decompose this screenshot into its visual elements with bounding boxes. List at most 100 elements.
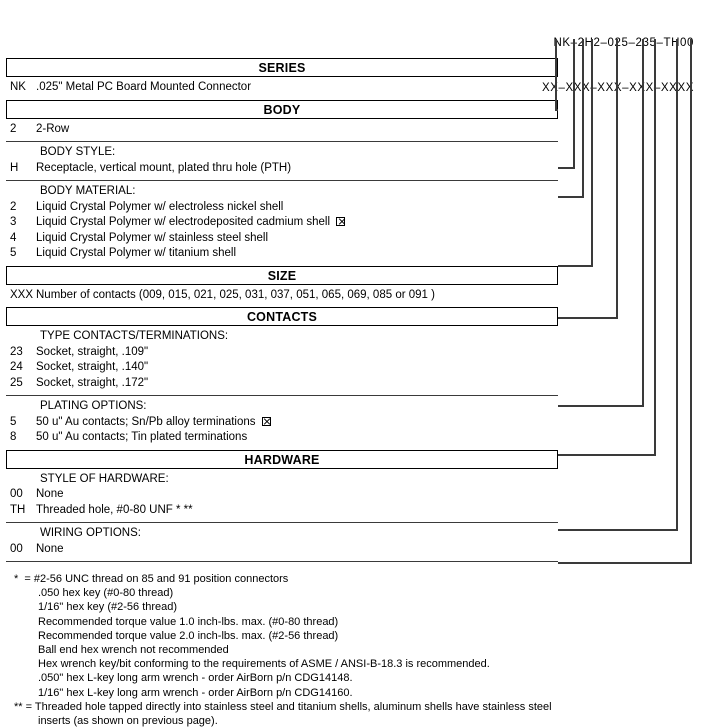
option-description-text: 50 u" Au contacts; Tin plated terminatio… xyxy=(36,431,248,443)
option-description: Liquid Crystal Polymer w/ electroless ni… xyxy=(36,200,558,216)
option-description: Socket, straight, .140" xyxy=(36,360,558,376)
footnote-marker: ** = xyxy=(14,700,33,713)
footnote-line: * = #2-56 UNC thread on 85 and 91 positi… xyxy=(14,572,674,586)
section-divider-body-style xyxy=(6,141,558,142)
boxed-x-icon xyxy=(261,416,271,426)
option-code: H xyxy=(10,161,19,174)
option-description-text: Liquid Crystal Polymer w/ stainless stee… xyxy=(36,231,269,244)
footnote-line: Hex wrench key/bit conforming to the req… xyxy=(14,657,674,671)
option-code: 23 xyxy=(10,345,23,358)
option-description: Receptacle, vertical mount, plated thru … xyxy=(36,161,558,177)
section-band-series: SERIES xyxy=(6,58,558,77)
option-row: 00 None xyxy=(6,487,558,503)
section-band-size: SIZE xyxy=(6,265,558,285)
option-row: 3 Liquid Crystal Polymer w/ electrodeposi… xyxy=(6,215,558,231)
footnote-text: Hex wrench key/bit conforming to the req… xyxy=(38,658,490,671)
footnote-text: Threaded hole tapped directly into stain… xyxy=(34,700,552,713)
section-band-contacts: CONTACTS xyxy=(6,307,558,326)
option-code: 25 xyxy=(10,376,23,389)
section-body-body-style: BODY STYLE: H Receptacle, vertical mount, … xyxy=(6,142,558,180)
section-sublabel-body-style: BODY STYLE: xyxy=(40,146,116,158)
footnote-line: 1/16" hex key (#2-56 thread) xyxy=(14,600,674,614)
bracket-wiring xyxy=(558,49,692,564)
option-row: H Receptacle, vertical mount, plated thru… xyxy=(6,161,558,177)
option-code: TH xyxy=(10,503,26,516)
option-description-text: Liquid Crystal Polymer w/ electrodeposit… xyxy=(36,216,331,228)
footnote-marker: * = xyxy=(14,573,31,585)
boxed-x-icon xyxy=(336,217,346,226)
section-divider-plating xyxy=(6,395,558,396)
option-code: 24 xyxy=(10,361,23,373)
option-code: 3 xyxy=(10,216,17,228)
sheet-bottom-divider xyxy=(6,561,558,562)
option-row: 25 Socket, straight, .172" xyxy=(6,376,558,392)
footnote-line: Ball end hex wrench not recommended xyxy=(14,643,674,657)
option-row: TH Threaded hole, #0-80 UNF * ** xyxy=(6,503,558,519)
option-row: 00 None xyxy=(6,542,558,558)
section-sublabel-hardware: STYLE OF HARDWARE: xyxy=(40,472,169,485)
option-code: XXX xyxy=(10,288,34,301)
section-sublabel-contacts: TYPE CONTACTS/TERMINATIONS: xyxy=(40,330,229,342)
footnote-line: Recommended torque value 2.0 inch-lbs. m… xyxy=(14,629,674,643)
option-description-text: None xyxy=(36,488,64,500)
option-code: 00 xyxy=(10,542,23,555)
option-description: Threaded hole, #0-80 UNF * ** xyxy=(36,503,558,519)
option-code: NK xyxy=(10,81,26,93)
footnote-text: #2-56 UNC thread on 85 and 91 position c… xyxy=(33,573,289,585)
option-row: 5 Liquid Crystal Polymer w/ titanium shel… xyxy=(6,246,558,262)
bracket-hardware xyxy=(558,49,678,531)
option-description: Liquid Crystal Polymer w/ electrodeposit… xyxy=(36,215,558,231)
footnotes-block: * = #2-56 UNC thread on 85 and 91 positi… xyxy=(14,572,674,728)
section-body-series: NK .025" Metal PC Board Mounted Connector xyxy=(6,77,558,100)
option-description-text: Threaded hole, #0-80 UNF * ** xyxy=(36,503,193,516)
footnote-line: .050" hex L-key long arm wrench - order … xyxy=(14,671,674,685)
footnote-text: Recommended torque value 1.0 inch-lbs. m… xyxy=(38,615,339,628)
section-body-body: 2 2-Row xyxy=(6,119,558,142)
option-description: Liquid Crystal Polymer w/ titanium shell xyxy=(36,246,558,262)
option-row: 2 Liquid Crystal Polymer w/ electroless n… xyxy=(6,200,558,216)
option-description-text: 2-Row xyxy=(36,122,70,135)
part-number-breakdown: SERIES NK .025" Metal PC Board Mounted Con… xyxy=(6,58,558,562)
option-description: 50 u" Au contacts; Sn/Pb alloy terminati… xyxy=(36,415,558,431)
option-description-text: Liquid Crystal Polymer w/ titanium shell xyxy=(36,247,237,259)
option-description: Number of contacts (009, 015, 021, 025, … xyxy=(36,288,558,304)
footnote-line: inserts (as shown on previous page). xyxy=(14,714,674,728)
section-sublabel-plating: PLATING OPTIONS: xyxy=(40,400,147,412)
option-code: 8 xyxy=(10,431,17,443)
option-description-text: .025" Metal PC Board Mounted Connector xyxy=(36,81,252,93)
section-band-body: BODY xyxy=(6,99,558,119)
option-description: Socket, straight, .172" xyxy=(36,376,558,392)
footnote-line: .050 hex key (#0-80 thread) xyxy=(14,586,674,600)
option-description: 50 u" Au contacts; Tin plated terminatio… xyxy=(36,430,558,446)
option-description-text: None xyxy=(36,542,64,555)
option-description: None xyxy=(36,487,558,503)
option-description-text: Socket, straight, .109" xyxy=(36,345,149,358)
option-row: 23 Socket, straight, .109" xyxy=(6,345,558,361)
option-description: None xyxy=(36,542,558,558)
option-description-text: Receptacle, vertical mount, plated thru … xyxy=(36,161,292,174)
option-code: 5 xyxy=(10,247,17,259)
option-description: 2-Row xyxy=(36,122,558,138)
option-code: 00 xyxy=(10,488,23,500)
footnote-text: Recommended torque value 2.0 inch-lbs. m… xyxy=(38,629,339,642)
option-code: 2 xyxy=(10,200,17,213)
option-code: 2 xyxy=(10,122,17,135)
footnote-text: inserts (as shown on previous page). xyxy=(38,715,218,728)
option-description: .025" Metal PC Board Mounted Connector xyxy=(36,80,558,96)
option-row: 8 50 u" Au contacts; Tin plated terminati… xyxy=(6,430,558,446)
footnote-line: 1/16" hex L-key long arm wrench - order … xyxy=(14,686,674,700)
footnote-line: Recommended torque value 1.0 inch-lbs. m… xyxy=(14,615,674,629)
option-description-text: 50 u" Au contacts; Sn/Pb alloy terminati… xyxy=(36,415,256,428)
footnote-text: Ball end hex wrench not recommended xyxy=(38,644,229,657)
section-divider-wiring xyxy=(6,522,558,523)
option-description-text: Socket, straight, .140" xyxy=(36,361,149,373)
option-row: 2 2-Row xyxy=(6,122,558,138)
footnote-text: .050" hex L-key long arm wrench - order … xyxy=(38,672,353,685)
